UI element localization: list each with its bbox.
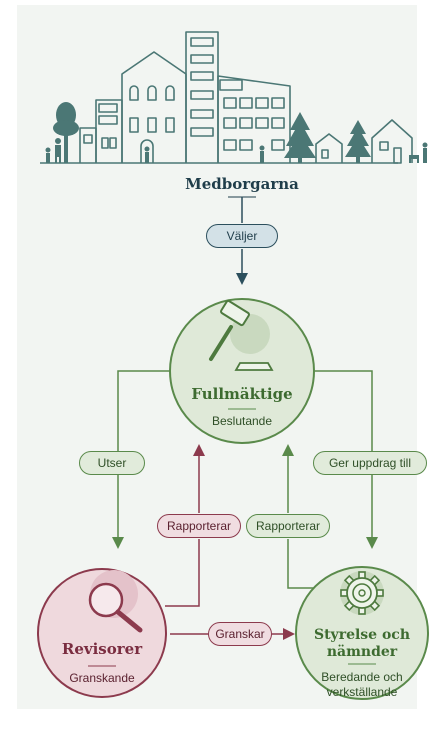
board-subtitle-line1: Beredande och (321, 670, 403, 684)
trees-and-people (45, 102, 428, 163)
gavel-icon (209, 299, 274, 371)
citizens-label: Medborgarna (185, 175, 299, 193)
audit-pill: Granskar (208, 622, 272, 646)
appoints-auditors-pill: Utser (79, 451, 145, 475)
council-node (169, 298, 315, 444)
council-title: Fullmäktige (191, 385, 293, 403)
auditors-report-pill: Rapporterar (157, 514, 241, 538)
magnifier-icon (88, 570, 143, 633)
elect-pill: Väljer (206, 224, 278, 248)
board-subtitle-line2: verkställande (326, 685, 398, 699)
council-subtitle: Beslutande (211, 414, 273, 428)
board-report-pill: Rapporterar (246, 514, 330, 538)
board-title-line2: nämnder (326, 644, 398, 660)
board-title-line1: Styrelse och (313, 627, 411, 643)
auditors-title: Revisorer (61, 640, 143, 658)
gear-icon (340, 571, 384, 615)
board-node (295, 566, 429, 700)
assigns-pill: Ger uppdrag till (313, 451, 427, 475)
auditors-subtitle: Granskande (69, 671, 135, 685)
city-illustration (40, 31, 413, 164)
